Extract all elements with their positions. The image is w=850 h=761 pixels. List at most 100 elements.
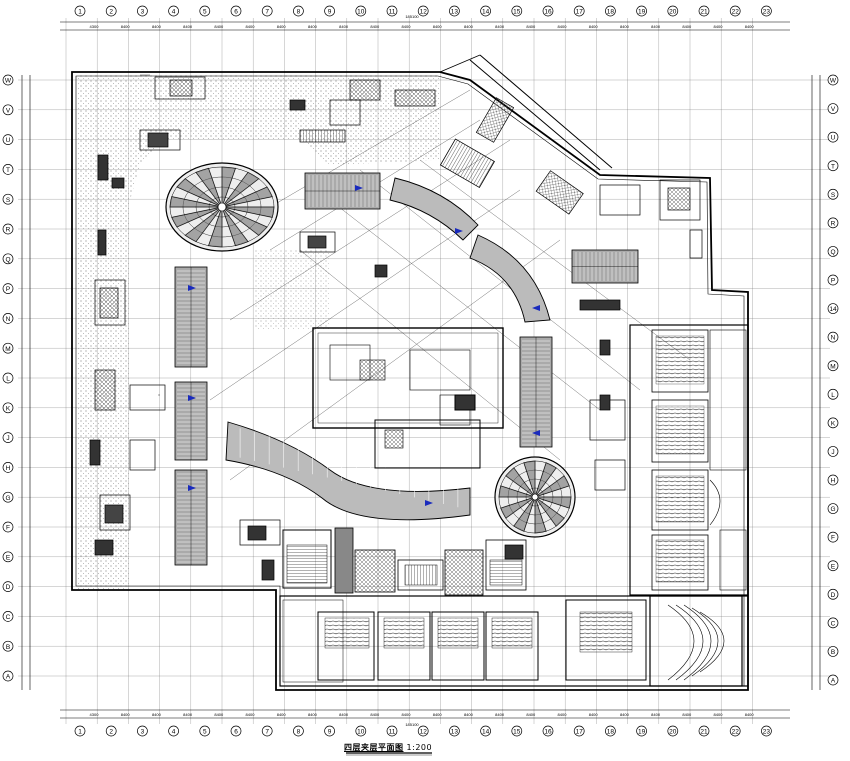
svg-text:6: 6 bbox=[234, 9, 238, 16]
row-axis-bubble: N bbox=[2, 313, 14, 324]
svg-text:G: G bbox=[830, 506, 835, 513]
dimension-value: 8400 bbox=[651, 24, 661, 29]
dimension-value: 8400 bbox=[589, 24, 599, 29]
row-axis-bubble: L bbox=[2, 372, 14, 384]
svg-text:18: 18 bbox=[607, 729, 615, 736]
round-skylight bbox=[494, 456, 576, 538]
row-axis-bubble: A bbox=[827, 674, 839, 686]
row-axis-bubble: S bbox=[827, 188, 839, 200]
column-axis-bubble: 16 bbox=[542, 5, 554, 17]
dimension-value: 8400 bbox=[339, 712, 349, 717]
svg-text:5: 5 bbox=[203, 9, 207, 16]
svg-text:23: 23 bbox=[763, 729, 771, 736]
dimension-value: 8400 bbox=[183, 712, 193, 717]
escalator-direction-arrows bbox=[188, 185, 540, 506]
svg-text:W: W bbox=[830, 78, 837, 85]
row-axis-bubble: N bbox=[827, 331, 839, 343]
building-outline bbox=[71, 54, 749, 691]
svg-text:W: W bbox=[5, 78, 12, 85]
column-axis-bubble: 2 bbox=[105, 725, 117, 737]
column-axis-bubble: 15 bbox=[511, 725, 523, 737]
dimension-value: 8400 bbox=[526, 712, 536, 717]
total-dimension-bottom: 185100 bbox=[405, 722, 419, 727]
svg-text:S: S bbox=[6, 197, 11, 204]
dimension-value: 8400 bbox=[433, 24, 443, 29]
dimension-value: 8400 bbox=[370, 24, 380, 29]
row-axis-bubble: F bbox=[827, 531, 839, 543]
svg-text:K: K bbox=[831, 420, 836, 427]
dimension-value: 8400 bbox=[714, 24, 724, 29]
svg-text:A: A bbox=[831, 678, 836, 685]
column-axis-bubble: 18 bbox=[605, 5, 616, 17]
svg-text:16: 16 bbox=[544, 9, 552, 16]
column-axis-bubble: 21 bbox=[698, 725, 710, 737]
column-axis-bubble: 13 bbox=[449, 5, 460, 17]
svg-text:P: P bbox=[831, 278, 835, 285]
row-axis-bubble: U bbox=[2, 134, 14, 145]
dimension-value: 8400 bbox=[682, 24, 692, 29]
row-axis-bubble: E bbox=[2, 551, 14, 563]
dimension-value: 8400 bbox=[651, 712, 661, 717]
svg-text:U: U bbox=[6, 137, 11, 144]
column-axis-bubble: 4 bbox=[168, 5, 179, 17]
svg-text:7: 7 bbox=[265, 9, 269, 16]
svg-text:R: R bbox=[6, 227, 11, 234]
column-axis-bubble: 9 bbox=[324, 5, 335, 17]
row-axis-bubble: S bbox=[2, 193, 14, 205]
svg-text:14: 14 bbox=[829, 306, 837, 313]
svg-text:15: 15 bbox=[513, 729, 521, 736]
row-axis-bubble: W bbox=[827, 74, 839, 86]
svg-text:10: 10 bbox=[357, 729, 365, 736]
svg-text:5: 5 bbox=[203, 729, 207, 736]
svg-text:M: M bbox=[830, 363, 835, 370]
svg-text:C: C bbox=[6, 614, 11, 621]
svg-text:8: 8 bbox=[297, 729, 301, 736]
svg-text:B: B bbox=[6, 644, 10, 651]
row-axis-bubble: B bbox=[827, 646, 839, 657]
column-axis-bubble: 6 bbox=[230, 725, 242, 737]
svg-text:1: 1 bbox=[78, 9, 82, 16]
column-axis-bubble: 5 bbox=[199, 5, 211, 17]
row-axis-bubble: V bbox=[827, 103, 839, 114]
svg-text:N: N bbox=[831, 335, 836, 342]
svg-text:D: D bbox=[831, 592, 836, 599]
column-axis-bubble: 7 bbox=[261, 5, 273, 17]
row-axis-bubble: G bbox=[827, 503, 839, 514]
row-axis-bubble: D bbox=[2, 581, 14, 592]
dimension-value: 8400 bbox=[152, 24, 162, 29]
escalator-step-lines bbox=[239, 428, 459, 508]
column-axis-bubble: 12 bbox=[417, 725, 429, 737]
column-axis-bubble: 7 bbox=[261, 725, 273, 737]
row-axis-bubble: J bbox=[2, 432, 14, 443]
dimension-value: 8400 bbox=[370, 712, 380, 717]
svg-text:E: E bbox=[6, 554, 11, 561]
svg-text:J: J bbox=[6, 435, 9, 442]
svg-text:A: A bbox=[6, 674, 11, 681]
small-annotations bbox=[140, 74, 160, 396]
escalator-panel-ribs bbox=[177, 175, 638, 565]
svg-text:17: 17 bbox=[576, 9, 584, 16]
dimension-value: 8400 bbox=[745, 712, 755, 717]
dimension-value: 8400 bbox=[121, 24, 131, 29]
column-axis-bubble: 10 bbox=[355, 725, 367, 737]
dimension-value: 8400 bbox=[558, 24, 568, 29]
dimension-value: 8400 bbox=[214, 712, 224, 717]
drawing-title: 四层夹层平面图 1:200 bbox=[344, 742, 432, 753]
total-dimension-top: 185100 bbox=[405, 14, 419, 19]
row-axis-bubble: D bbox=[827, 588, 839, 600]
row-axis-bubble: H bbox=[2, 462, 14, 473]
dimension-value: 8400 bbox=[495, 24, 505, 29]
column-axis-bubble: 8 bbox=[293, 5, 304, 17]
oval-skylight bbox=[165, 162, 279, 252]
column-axis-bubble: 19 bbox=[636, 725, 647, 737]
column-axis-bubble: 1 bbox=[74, 725, 86, 737]
column-axis-bubble: 21 bbox=[698, 5, 710, 17]
column-axis-bubble: 8 bbox=[293, 725, 304, 737]
column-axis-bubble: 5 bbox=[199, 725, 211, 737]
svg-text:23: 23 bbox=[763, 9, 771, 16]
svg-text:20: 20 bbox=[669, 729, 677, 736]
